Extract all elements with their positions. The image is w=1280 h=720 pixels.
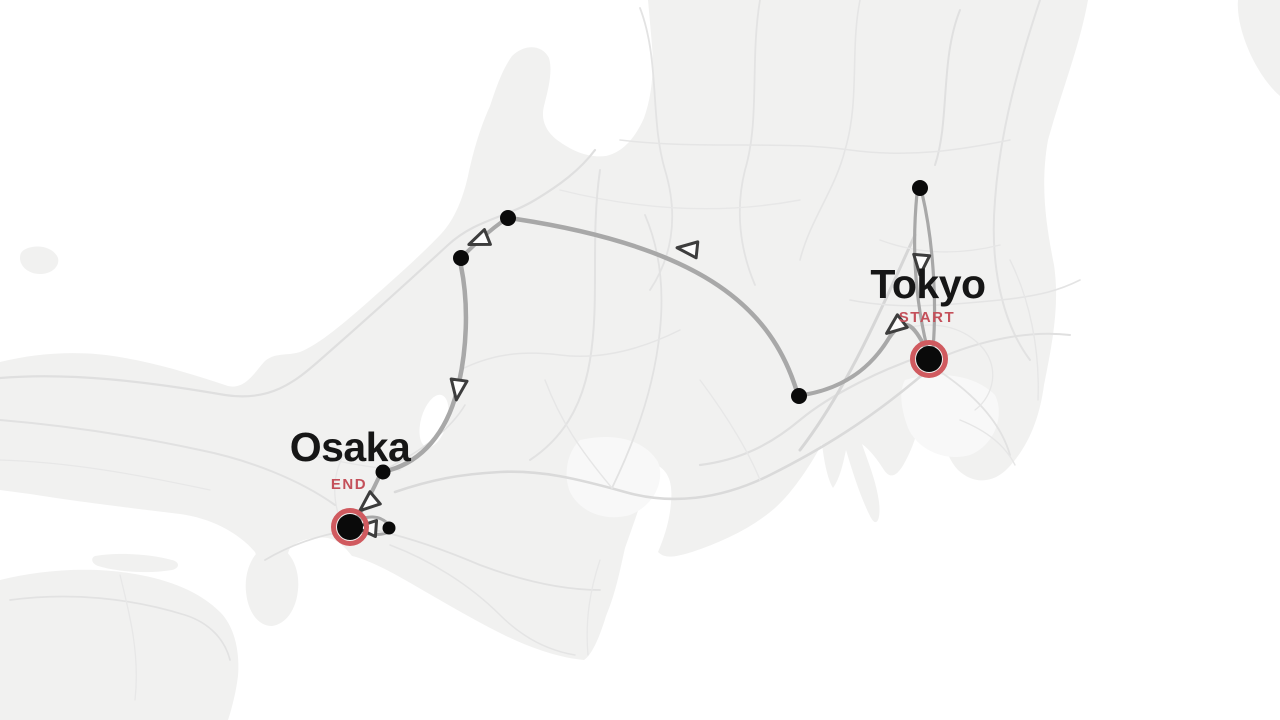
plain-kanto <box>901 375 999 457</box>
markers-layer <box>331 340 948 546</box>
route-leg-west-to-coast <box>513 216 800 395</box>
waypoints-layer <box>375 180 928 535</box>
landmass-honshu <box>0 0 1088 660</box>
start-marker-ring <box>910 340 948 378</box>
waypoint-dot-waypoint-east-of-osaka[interactable] <box>382 521 396 535</box>
start-marker-core <box>916 346 942 372</box>
plain-nobi <box>566 436 661 518</box>
end-tag-label: END <box>331 476 367 493</box>
waypoint-dot-waypoint-north-coast-2[interactable] <box>453 250 469 266</box>
waypoint-dot-waypoint-near-osaka-north[interactable] <box>375 464 391 480</box>
waypoint-dot-waypoint-north-coast-1[interactable] <box>500 210 516 226</box>
end-marker-core <box>337 514 363 540</box>
waypoint-dot-waypoint-west-of-tokyo[interactable] <box>791 388 807 404</box>
end-marker-ring <box>331 508 369 546</box>
route-leg-tokyo-north-out <box>920 191 937 351</box>
end-marker[interactable] <box>331 508 369 546</box>
landmass-top-right <box>1237 0 1280 96</box>
start-city-label: Tokyo <box>870 261 985 307</box>
lake-biwa <box>419 394 449 448</box>
road-network <box>0 0 1081 701</box>
start-tag-label: START <box>899 309 955 326</box>
landmass-shikoku <box>0 569 239 720</box>
end-city-label: Osaka <box>290 424 412 470</box>
island-awaji <box>245 544 299 626</box>
waypoint-dot-waypoint-north-of-tokyo[interactable] <box>912 180 928 196</box>
route-leg-north-tokyo-back <box>913 191 929 349</box>
route-leg-tokyo-west <box>801 322 928 397</box>
island-small-west <box>20 246 59 274</box>
start-marker[interactable] <box>910 340 948 378</box>
island-inland-sea <box>92 553 178 573</box>
labels-layer: Tokyo START Osaka END <box>290 261 986 493</box>
